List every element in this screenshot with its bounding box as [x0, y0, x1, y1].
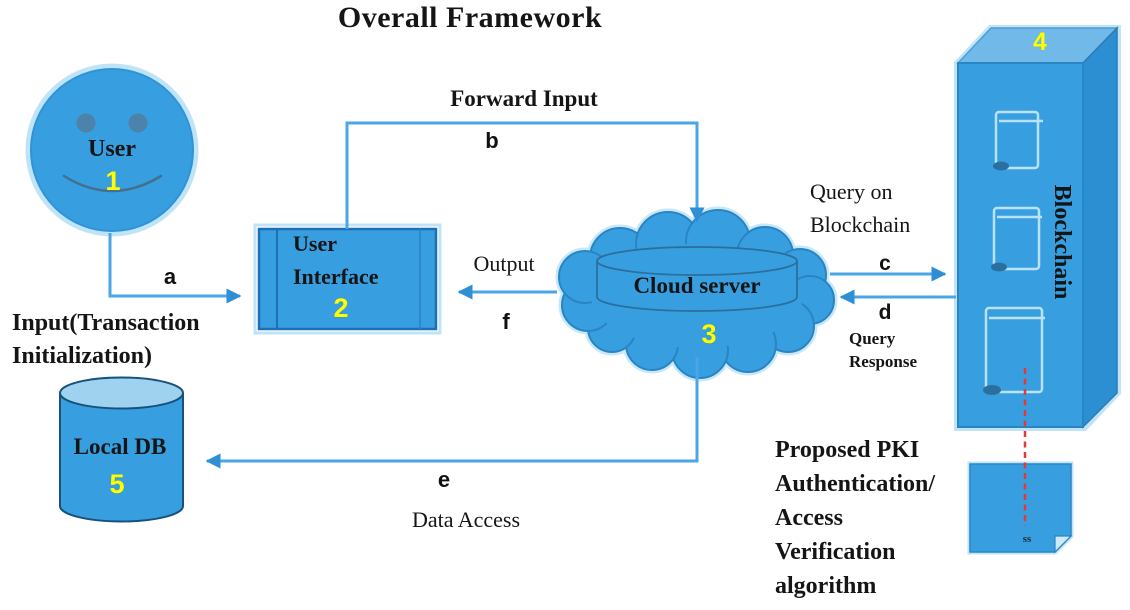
user-node-shape	[25, 63, 199, 237]
edge-letter-c: c	[879, 252, 891, 275]
cloud-server-shape	[555, 206, 838, 382]
edge-letter-f: f	[502, 309, 510, 334]
cloud-server-number: 3	[701, 319, 717, 349]
algorithm-box-fold-icon	[1054, 535, 1073, 554]
edge-letter-b: b	[485, 128, 499, 153]
blockchain-shape	[954, 25, 1121, 431]
edge-letter-a: a	[163, 264, 177, 289]
block-icon-2	[991, 206, 1042, 272]
block-icons	[983, 110, 1045, 395]
block-icon-1	[993, 110, 1043, 171]
cloud-server-label: Cloud server	[633, 273, 761, 298]
local-db-top	[59, 376, 184, 410]
user-smile-icon	[62, 174, 163, 193]
block-icon-3	[983, 306, 1045, 395]
local-db-shape	[59, 376, 184, 523]
edge-letter-d: d	[878, 301, 892, 324]
output-label: Output	[473, 251, 535, 276]
query-response-line1: Query	[849, 329, 896, 348]
pki-text-line4: Verification	[775, 539, 896, 565]
algorithm-box-shape	[967, 461, 1074, 555]
user-circle	[30, 68, 194, 232]
blockchain-right-face	[1082, 26, 1118, 429]
cloud-disk-top	[596, 246, 798, 276]
query-on-blockchain-line1: Query on	[810, 179, 893, 204]
blockchain-label: Blockchain	[1049, 184, 1076, 300]
user-interface-number: 2	[333, 293, 349, 323]
arrows	[108, 121, 956, 469]
user-interface-label-line2: Interface	[293, 264, 379, 289]
query-on-blockchain-line2: Blockchain	[810, 212, 911, 237]
pki-text-line3: Access	[775, 505, 843, 531]
edge-letter-e: e	[437, 467, 451, 492]
query-response-line2: Response	[849, 352, 918, 371]
arrow-b-forward-input	[345, 121, 705, 229]
user-circle-glow	[25, 63, 199, 237]
blockchain-front-face	[957, 62, 1084, 428]
local-db-label: Local DB	[73, 434, 167, 459]
user-label: User	[88, 136, 136, 162]
arrow-e-data-access	[205, 357, 699, 469]
forward-input-label: Forward Input	[450, 86, 598, 111]
user-eye-left-icon	[76, 113, 96, 133]
data-access-label: Data Access	[411, 507, 521, 532]
user-interface-label-line1: User	[293, 231, 337, 256]
pki-text-line2: Authentication/	[775, 471, 936, 497]
pki-text-line5: algorithm	[775, 573, 877, 599]
pki-text-line1: Proposed PKI	[775, 437, 920, 463]
page-title: Overall Framework	[337, 1, 603, 34]
local-db-number: 5	[109, 469, 125, 499]
blockchain-number: 4	[1033, 28, 1047, 56]
input-transaction-line2: Initialization)	[12, 343, 153, 369]
algorithm-box-corner-label: ss	[1022, 533, 1032, 545]
arrow-a	[108, 233, 242, 304]
local-db-body	[59, 393, 184, 523]
blockchain-glow	[954, 25, 1121, 431]
user-number: 1	[105, 166, 121, 196]
input-transaction-line1: Input(Transaction	[12, 310, 200, 336]
user-eye-right-icon	[128, 113, 148, 133]
